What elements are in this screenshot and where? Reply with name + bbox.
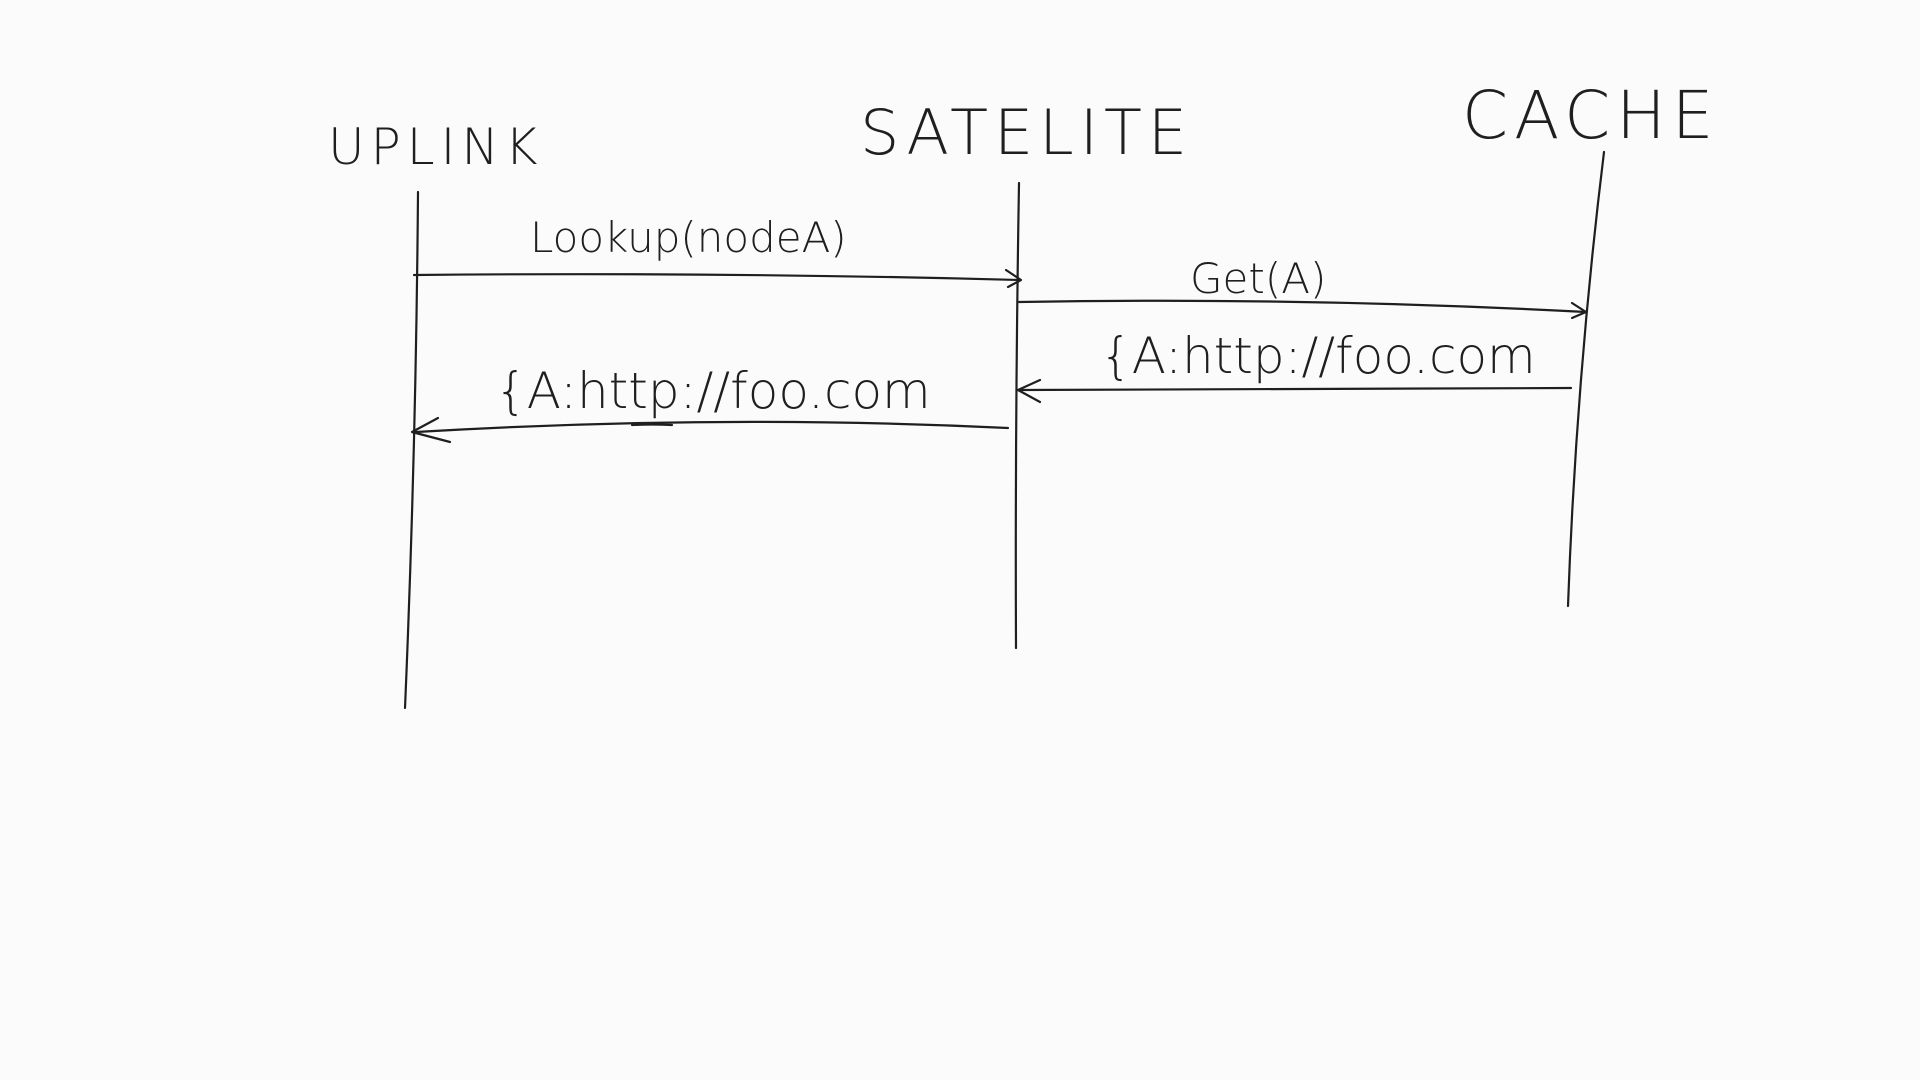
message-arrow-lookup: [412, 273, 1022, 282]
lifeline-uplink: [403, 190, 420, 710]
message-arrow-satelite-response: [414, 420, 1010, 434]
arrowhead-lookup: [1004, 268, 1023, 289]
participant-label-uplink: UPLINK: [328, 118, 544, 176]
arrowhead-cache-response: [1016, 378, 1042, 404]
message-arrow-get: [1017, 299, 1588, 314]
message-label-satelite-response: {A:http://foo.com: [495, 362, 931, 420]
participant-label-satelite: SATELITE: [860, 96, 1193, 169]
arrowhead-get: [1570, 301, 1588, 320]
arrowhead-satelite-response: [410, 416, 452, 444]
message-label-get: Get(A): [1190, 254, 1326, 303]
message-label-lookup: Lookup(nodeA): [530, 213, 847, 262]
message-label-cache-response: {A:http://foo.com: [1100, 327, 1536, 385]
lifeline-satelite: [1014, 181, 1021, 650]
message-arrow-cache-response: [1016, 386, 1573, 392]
participant-label-cache: CACHE: [1462, 77, 1720, 154]
lifeline-cache: [1566, 150, 1606, 608]
underline-mark: [630, 423, 674, 427]
